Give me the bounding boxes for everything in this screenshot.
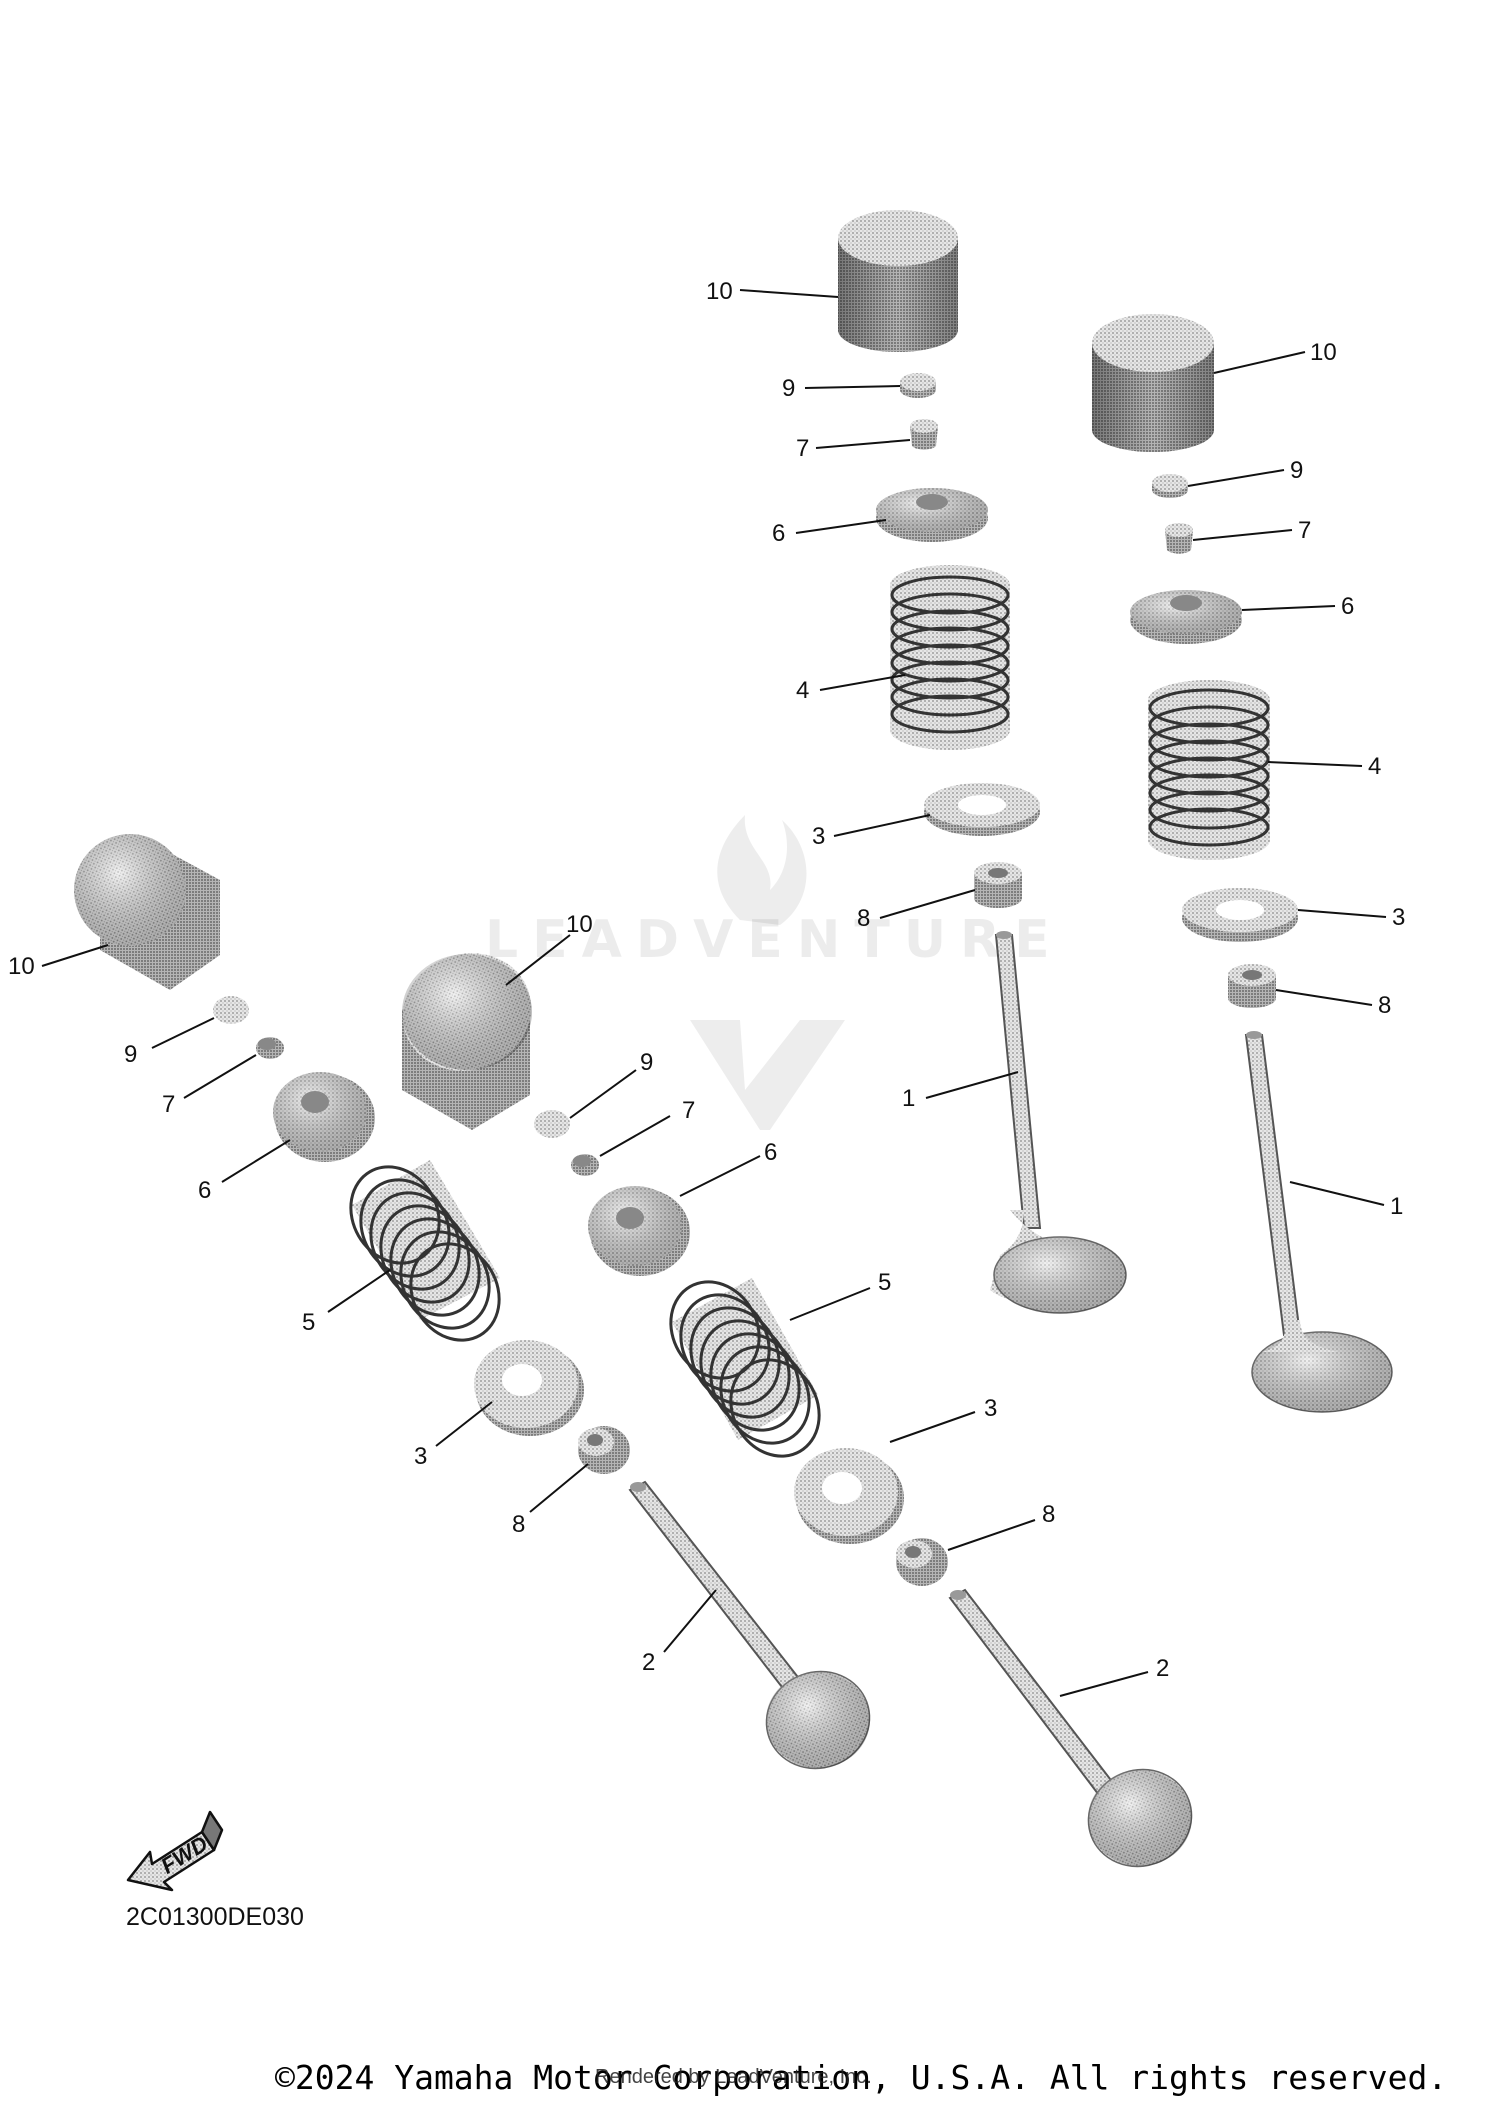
callout-4: 4 [1368, 753, 1381, 780]
valve-cotter [256, 1037, 284, 1059]
valve-spring [1148, 680, 1270, 860]
intake-valve [990, 931, 1127, 1314]
valve-cotter [910, 419, 938, 450]
callout-8: 8 [1042, 1501, 1055, 1528]
callout-9: 9 [1290, 457, 1303, 484]
diagram-code: 2C01300DE030 [126, 1903, 304, 1931]
callout-3: 3 [1392, 904, 1405, 931]
callout-10: 10 [566, 911, 593, 938]
copyright-notice: ©2024 Yamaha Motor Corporation, U.S.A. A… [275, 2058, 1448, 2097]
callout-10: 10 [1310, 339, 1337, 366]
valve-shim [534, 1110, 570, 1138]
valve-shim [1152, 474, 1188, 498]
callout-9: 9 [124, 1041, 137, 1068]
valve-lifter [838, 210, 958, 352]
callout-7: 7 [162, 1091, 175, 1118]
valve-spring-retainer [876, 488, 988, 542]
callout-6: 6 [764, 1139, 777, 1166]
valve-spring-retainer [1130, 590, 1242, 644]
valve-cotter [571, 1154, 599, 1176]
valve-shim [213, 996, 249, 1024]
fwd-arrow-icon: FWD [126, 1810, 224, 1892]
valve-cotter [1165, 523, 1193, 554]
callout-6: 6 [1341, 593, 1354, 620]
watermark-logo-icon [690, 815, 845, 1130]
callout-1: 1 [1390, 1193, 1403, 1220]
callout-7: 7 [1298, 517, 1311, 544]
exhaust-valve [628, 1480, 871, 1770]
valve-stem-seal [1228, 964, 1276, 1008]
callout-6: 6 [772, 520, 785, 547]
callout-8: 8 [857, 905, 870, 932]
callout-5: 5 [302, 1309, 315, 1336]
valve-spring [349, 1160, 501, 1342]
valve-stem-seal [974, 862, 1022, 908]
callout-9: 9 [782, 375, 795, 402]
valve-spring-retainer [588, 1186, 690, 1276]
valve-spring-seat [1182, 888, 1298, 942]
valve-spring-seat [794, 1448, 904, 1544]
callout-8: 8 [1378, 992, 1391, 1019]
valve-set-left [74, 834, 871, 1770]
callout-3: 3 [984, 1395, 997, 1422]
callout-10: 10 [8, 953, 35, 980]
callout-labels: 10 9 7 6 4 3 8 1 10 9 7 6 4 3 8 1 10 [8, 278, 1405, 1697]
callout-4: 4 [796, 677, 809, 704]
valve-lifter [1092, 314, 1214, 452]
callout-9: 9 [640, 1049, 653, 1076]
valve-spring [890, 565, 1010, 750]
callout-2: 2 [642, 1649, 655, 1676]
valve-spring-seat [924, 783, 1040, 836]
exhaust-valve [1244, 1031, 1393, 1413]
valve-set-far-right [1092, 314, 1393, 1413]
callout-7: 7 [796, 435, 809, 462]
rendered-by-credit: Rendered by LeadVenture, Inc. [595, 2066, 872, 2088]
callout-5: 5 [878, 1269, 891, 1296]
callout-3: 3 [414, 1443, 427, 1470]
valve-spring-seat [474, 1340, 584, 1436]
callout-3: 3 [812, 823, 825, 850]
valve-spring [669, 1278, 821, 1458]
callout-7: 7 [682, 1097, 695, 1124]
callout-8: 8 [512, 1511, 525, 1538]
callout-6: 6 [198, 1177, 211, 1204]
valve-lifter [402, 953, 532, 1130]
valve-stem-seal [896, 1538, 948, 1586]
callout-1: 1 [902, 1085, 915, 1112]
valve-stem-seal [578, 1426, 630, 1474]
valve-set-center-right [838, 210, 1127, 1314]
callout-10: 10 [706, 278, 733, 305]
exhaust-valve [948, 1588, 1193, 1868]
valve-shim [900, 373, 936, 398]
valve-spring-retainer [273, 1072, 375, 1162]
callout-2: 2 [1156, 1655, 1169, 1682]
valve-lifter [74, 834, 220, 990]
watermark-text: LEADVENTURE [485, 910, 1064, 970]
valve-set-center-left [402, 953, 1193, 1868]
